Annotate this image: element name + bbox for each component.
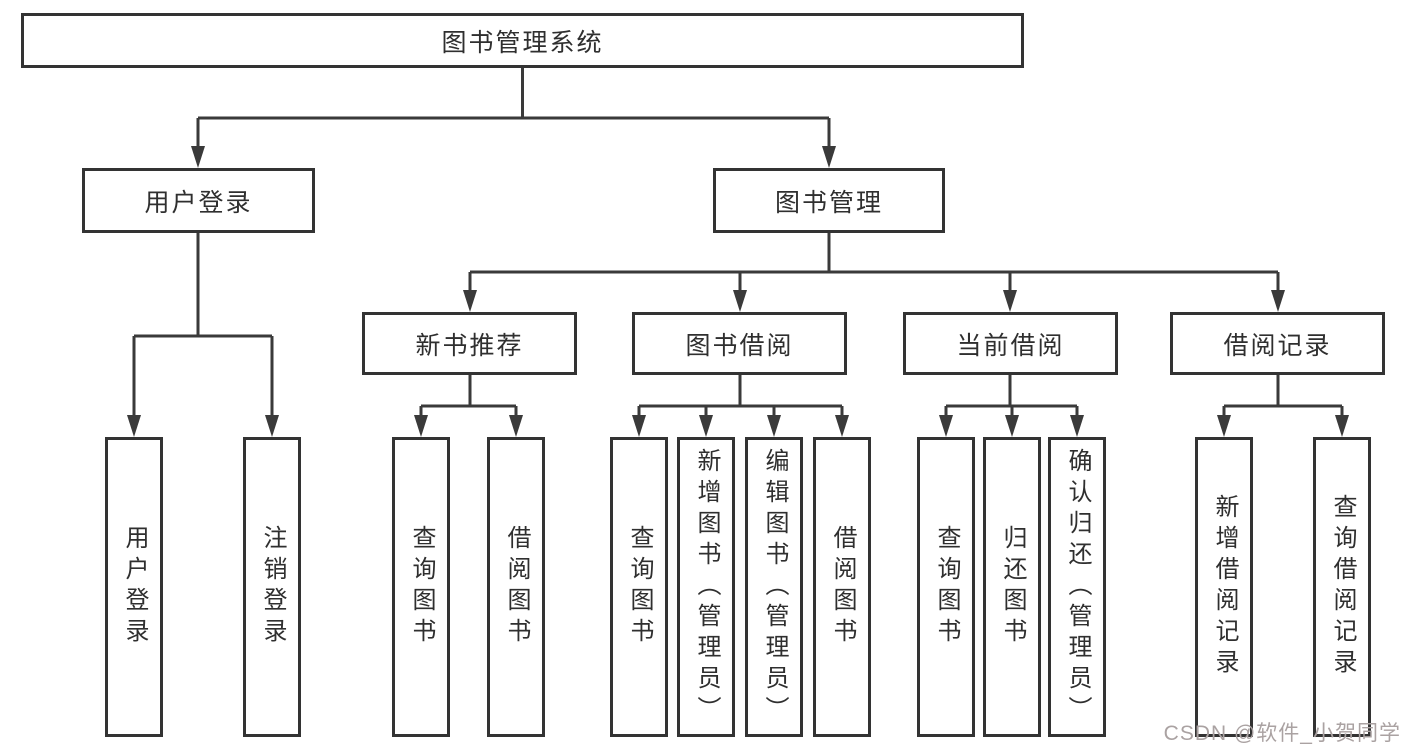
node-book-management: 图书管理 (713, 168, 945, 233)
leaf-query-books-3: 查询图书 (917, 437, 975, 737)
node-borrow-record: 借阅记录 (1170, 312, 1385, 375)
leaf-borrow-books-1: 借阅图书 (487, 437, 545, 737)
node-new-book-recommend: 新书推荐 (362, 312, 577, 375)
node-book-borrow: 图书借阅 (632, 312, 847, 375)
leaf-user-login: 用户登录 (105, 437, 163, 737)
leaf-label: 查询图书 (626, 525, 653, 649)
leaf-add-borrow-record: 新增借阅记录 (1195, 437, 1253, 737)
leaf-borrow-books-2: 借阅图书 (813, 437, 871, 737)
leaf-label: 归还图书 (999, 525, 1026, 649)
leaf-label: 确认归还（管理员） (1064, 447, 1091, 727)
leaf-label: 编辑图书（管理员） (761, 447, 788, 727)
leaf-logout: 注销登录 (243, 437, 301, 737)
leaf-query-books-2: 查询图书 (610, 437, 668, 737)
leaf-label: 借阅图书 (829, 525, 856, 649)
leaf-query-borrow-record: 查询借阅记录 (1313, 437, 1371, 737)
node-library-management-system: 图书管理系统 (21, 13, 1024, 68)
node-label: 图书借阅 (685, 331, 794, 360)
leaf-add-books-admin: 新增图书（管理员） (677, 437, 735, 737)
node-label: 借阅记录 (1223, 331, 1332, 360)
node-label: 新书推荐 (415, 331, 524, 360)
leaf-label: 新增图书（管理员） (693, 447, 720, 727)
leaf-label: 借阅图书 (503, 525, 530, 649)
leaf-label: 新增借阅记录 (1211, 494, 1238, 680)
node-label: 图书管理系统 (441, 28, 604, 57)
leaf-label: 用户登录 (121, 525, 148, 649)
leaf-label: 查询图书 (933, 525, 960, 649)
leaf-query-books-1: 查询图书 (392, 437, 450, 737)
leaf-return-books: 归还图书 (983, 437, 1041, 737)
node-user-login: 用户登录 (82, 168, 315, 233)
node-label: 图书管理 (774, 188, 883, 217)
node-current-borrow: 当前借阅 (903, 312, 1118, 375)
csdn-watermark: CSDN @软件_小贺同学 (1163, 722, 1401, 745)
leaf-label: 查询图书 (408, 525, 435, 649)
leaf-label: 注销登录 (259, 525, 286, 649)
leaf-label: 查询借阅记录 (1329, 494, 1356, 680)
node-label: 用户登录 (144, 188, 253, 217)
node-label: 当前借阅 (956, 331, 1065, 360)
leaf-confirm-return-admin: 确认归还（管理员） (1048, 437, 1106, 737)
leaf-edit-books-admin: 编辑图书（管理员） (745, 437, 803, 737)
